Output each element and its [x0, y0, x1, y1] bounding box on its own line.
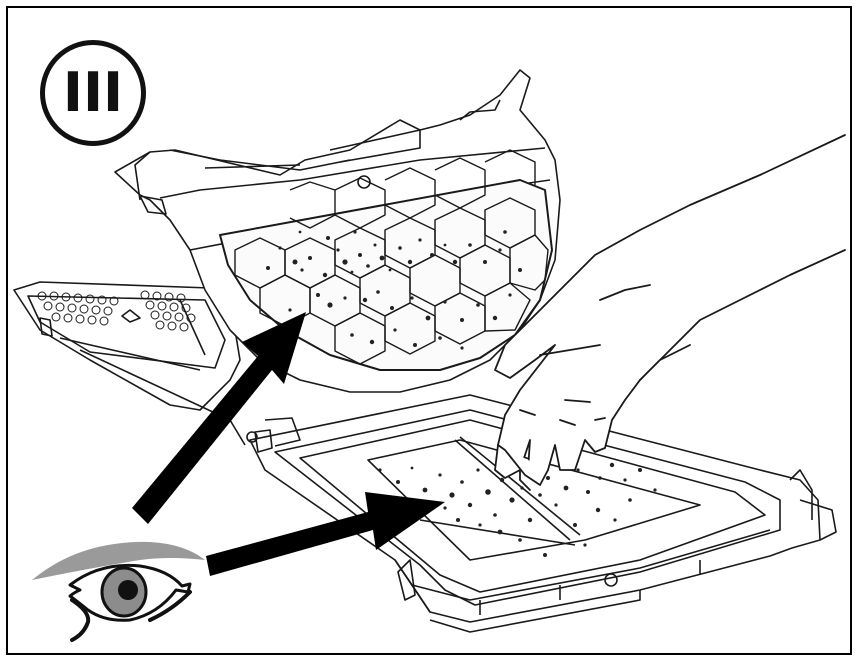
- hand: [494, 134, 846, 491]
- arrow-to-tray: [206, 492, 445, 576]
- arrow-to-filter: [132, 312, 306, 524]
- lint-on-filter: [266, 230, 522, 350]
- filter-tray: [246, 394, 837, 633]
- perforation-grid: [37, 290, 196, 332]
- filter-outer-housing: [13, 281, 246, 446]
- step-number-badge: III: [40, 40, 146, 146]
- eye-icon: [32, 541, 205, 642]
- honeycomb-mesh: [219, 149, 553, 371]
- step-label: III: [62, 61, 124, 124]
- lint-in-tray: [378, 462, 657, 557]
